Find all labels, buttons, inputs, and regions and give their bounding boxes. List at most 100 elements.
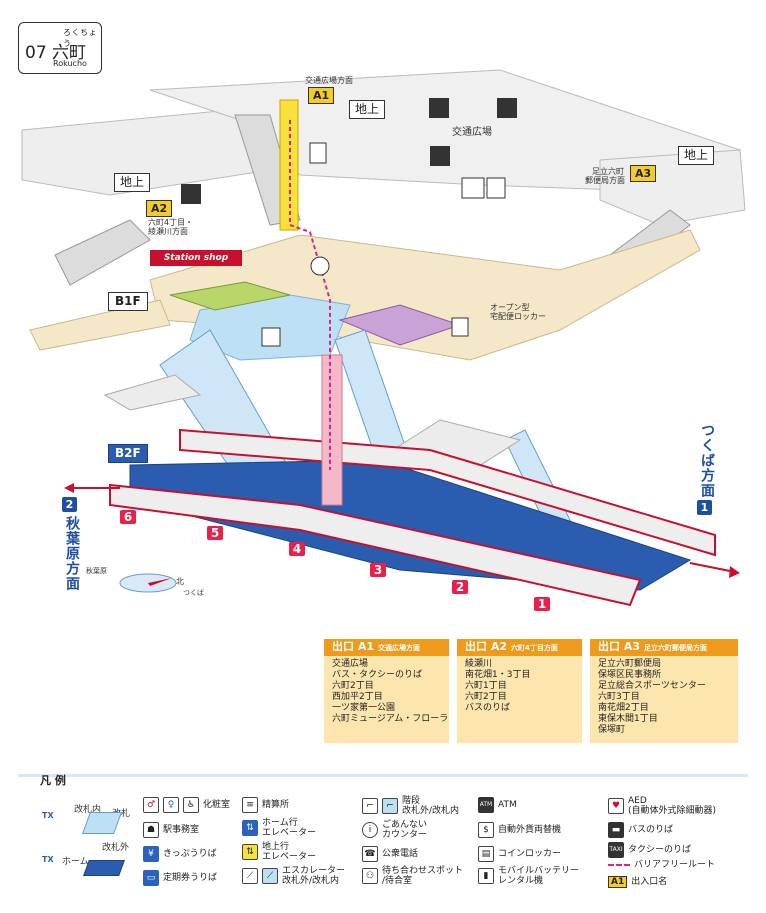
legend-elevator-platform: ⇅ ホーム行エレベーター [242,818,316,838]
bus-icon-2 [430,146,450,166]
exit-a3-item: 南花畑2丁目 [598,703,649,713]
legend-aed: ♥ AED(自動体外式除細動器) [608,796,716,816]
aed-heart-icon: ♥ [608,798,624,814]
arrow-tsukuba-head [729,566,740,578]
arrow-akihabara-head [64,483,74,493]
legend-divider [18,774,748,777]
elevator-platform [321,354,343,506]
fare-adjust-icon: ≡ [242,797,258,813]
legend-elevator-ground: ⇅ 地上行エレベーター [242,842,316,862]
station-ruby: ろくちょう [63,28,97,48]
exit-a2-item: 綾瀬川 [465,659,493,669]
bus-icon: ▬ [608,822,624,838]
legend-commuter-pass: ▭ 定期券うりば [143,870,217,886]
mezzanine-left [103,374,202,411]
open-locker-label-2: 宅配便ロッカー [490,312,546,321]
platform-number-2: 2 [452,580,468,594]
station-map [21,69,746,607]
exit-a1-item: 六町2丁目 [332,681,374,691]
bus-icon-1 [497,98,517,118]
info-icon [310,256,330,276]
legend-toilet: ♂ ♀ ♿ 化粧室 [143,797,230,813]
station-office-icon: ☗ [143,822,159,838]
platform-number-3: 3 [370,563,386,577]
exit-a2-caption-2: 綾瀬川方面 [148,227,188,236]
exit-a2-badge[interactable]: A2 [146,200,173,217]
toilet-male-icon: ♂ [143,797,159,813]
exit-a1-item: 西加平2丁目 [332,692,383,702]
train-lower [109,483,642,607]
exit-a1-item: 一ツ家第一公園 [332,703,396,713]
legend-currency: $ 自動外貨両替機 [478,822,561,838]
exit-a3-item: 足立総合スポーツセンター [598,681,706,691]
legend-phone: ☎ 公衆電話 [362,846,418,862]
legend-barrier-free: バリアフリールート [608,860,715,870]
toilet-female-icon: ♀ [163,797,179,813]
stairs-icon: ⌐ [362,798,378,814]
battery-icon: ▮ [478,868,494,884]
legend-atm: ATM ATM [478,797,517,813]
exit-a3-caption-2: 郵便局方面 [585,176,625,185]
arrow-tsukuba [689,562,736,573]
ground-label-a2: 地上 [114,173,151,192]
elevator-icon-ground [309,142,327,164]
direction-tsukuba-label: つくば方面 [699,423,715,498]
b1f-concourse-wing [29,299,171,351]
exit-a1-badge[interactable]: A1 [308,87,335,104]
legend-fare-adjust: ≡ 精算所 [242,797,289,813]
currency-exchange-icon: $ [478,822,494,838]
bus-icon-3 [181,184,201,204]
ground-level-slab-left [21,109,271,196]
locker-icon [451,317,469,337]
legend-info: i ごあんないカウンター [362,820,427,840]
platform-number-1: 1 [534,597,550,611]
exit-a3-badge[interactable]: A3 [630,165,657,182]
barrier-free-route-icon [608,864,630,866]
exit-a2-caption-1: 六町4丁目・ [148,218,194,227]
station-shop-sign: Station shop [150,250,242,266]
legend-title: 凡 例 [40,774,66,787]
info-icon: i [362,822,378,838]
escalator-inside-icon: ⟋ [262,868,278,884]
toilet-icon [461,177,485,199]
legend-waiting: ⚇ 待ち合わせスポット/待合室 [362,866,463,886]
compass-right-label: つくば [183,589,204,597]
ground-label-a3: 地上 [678,146,715,165]
stairs-inside-icon: ⌐ [382,798,398,814]
gate-icon [81,812,123,834]
exit-a2-item: 六町2丁目 [465,692,507,702]
elevator-platform-icon: ⇅ [242,820,258,836]
direction-akihabara-label: 秋葉原方面 [64,516,80,591]
exit-a1-item: 六町ミュージアム・フローラ [332,714,449,724]
direction-tsukuba-number: 1 [697,500,712,515]
station-name: 07 六町 [25,43,87,63]
legend-stairs: ⌐ ⌐ 階段改札外/改札内 [362,796,459,816]
barrier-free-route [289,120,331,470]
platform-number-6: 6 [120,510,136,524]
platform-number-5: 5 [207,526,223,540]
commuter-pass-icon: ▭ [143,870,159,886]
exit-a2-item: 六町1丁目 [465,681,507,691]
exit-a1-item: 交通広場 [332,659,369,669]
train-upper [179,428,716,557]
legend-home: ホーム [62,857,89,867]
legend-taxi: TAXI タクシーのりば [608,842,691,858]
exit-a2-item: 南花畑1・3丁目 [465,670,531,680]
elevator-ground-icon: ⇅ [242,844,258,860]
legend-gate-outside: 改札外 [102,843,130,853]
tx-logo-icon: TX [42,811,54,820]
stairs-a2 [54,219,151,286]
legend-escalator: ⟋ ⟋ エスカレーター改札外/改札内 [242,866,345,886]
platform [129,459,692,591]
bus-plaza-label: 交通広場 [452,127,492,138]
legend-ticket: ¥ きっぷうりば [143,846,217,862]
ticket-icon: ¥ [143,846,159,862]
platform-legend-icon [83,860,125,876]
floor-label-b1f: B1F [108,292,148,311]
exit-a3-caption-1: 足立六町 [592,167,624,176]
